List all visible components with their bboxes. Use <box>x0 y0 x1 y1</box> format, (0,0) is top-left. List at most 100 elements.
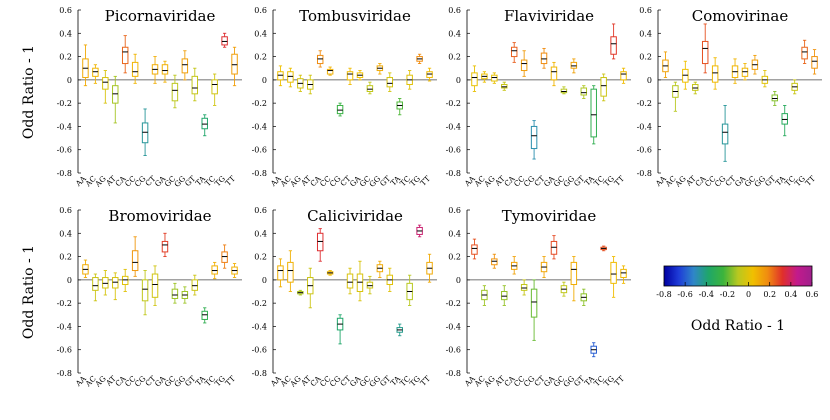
y-tick-label: -0.4 <box>446 122 461 131</box>
x-tick-label: TT <box>418 174 432 188</box>
box-gt <box>771 91 779 106</box>
y-tick-label: -0.2 <box>252 99 267 108</box>
x-tick-label: TT <box>418 374 432 388</box>
box-ta <box>201 307 208 324</box>
box-body <box>610 36 617 55</box>
y-tick-label: 0.6 <box>254 6 267 15</box>
box-ag <box>491 253 498 269</box>
box-at <box>692 81 699 95</box>
box-body <box>356 273 364 292</box>
box-ga <box>356 70 364 81</box>
box-ct <box>151 265 159 306</box>
box-ta <box>396 98 403 116</box>
y-tick-label: -0.8 <box>446 369 461 378</box>
box-aa <box>82 44 89 87</box>
box-ta <box>781 105 788 137</box>
box-body <box>277 265 284 281</box>
box-ct <box>346 267 354 295</box>
y-tick-label: -0.6 <box>446 346 461 355</box>
x-tick-label: TT <box>612 174 626 188</box>
y-tick-label: 0.2 <box>254 53 267 62</box>
box-body <box>161 64 169 75</box>
box-cc <box>520 279 528 296</box>
box-gc <box>751 54 759 75</box>
y-tick-label: 0 <box>262 76 267 85</box>
box-body <box>181 58 189 74</box>
box-gg <box>181 286 189 304</box>
y-tick-label: 0.2 <box>59 253 72 262</box>
box-body <box>366 85 374 93</box>
box-body <box>316 54 324 65</box>
box-tt <box>620 265 627 284</box>
box-tt <box>231 263 238 278</box>
y-tick-label: -0.4 <box>252 322 267 331</box>
panel-title: Comovirinae <box>692 7 789 25</box>
box-tt <box>426 67 433 82</box>
box-tc <box>600 73 607 102</box>
box-ct <box>346 67 354 85</box>
box-cg <box>721 105 729 162</box>
y-tick-label: 0.4 <box>59 29 72 38</box>
box-ct <box>151 56 159 84</box>
box-ac <box>92 64 99 84</box>
box-body <box>550 66 558 81</box>
box-gt <box>191 67 199 102</box>
box-body <box>520 59 528 72</box>
box-ac <box>481 285 488 306</box>
box-tc <box>600 245 607 252</box>
box-body <box>121 46 129 65</box>
box-ct <box>731 58 739 84</box>
box-gc <box>560 86 568 95</box>
panel-title: Flaviviridae <box>504 7 594 25</box>
box-body <box>201 310 208 320</box>
box-body <box>426 71 433 79</box>
box-ta <box>590 342 597 358</box>
y-tick-label: 0.2 <box>448 253 461 262</box>
box-gg <box>761 70 769 88</box>
colorbar-tick-label: -0.8 <box>656 290 671 299</box>
y-tick-label: 0.6 <box>639 6 652 15</box>
box-ga <box>161 232 169 258</box>
x-tick-label: TT <box>223 174 237 188</box>
box-body <box>316 232 324 252</box>
y-tick-label: 0.2 <box>254 253 267 262</box>
box-tt <box>231 46 238 87</box>
box-body <box>620 268 627 279</box>
y-tick-label: 0.2 <box>639 53 652 62</box>
box-at <box>112 272 119 301</box>
y-tick-label: 0.2 <box>59 53 72 62</box>
box-cc <box>131 236 139 277</box>
box-body <box>471 72 478 87</box>
box-ca <box>121 268 129 292</box>
y-tick-label: -0.8 <box>637 169 652 178</box>
box-body <box>386 77 394 88</box>
box-body <box>520 284 528 291</box>
box-gg <box>376 260 384 278</box>
box-ag <box>102 270 109 296</box>
box-body <box>102 277 109 289</box>
y-tick-label: 0.6 <box>448 206 461 215</box>
box-body <box>277 71 284 81</box>
y-tick-label: -0.6 <box>57 146 72 155</box>
colorbar-tick-label: -0.2 <box>720 290 735 299</box>
y-tick-label: -0.6 <box>57 346 72 355</box>
colorbar-gradient <box>663 265 813 287</box>
box-gc <box>366 275 374 295</box>
box-cg <box>336 102 344 117</box>
box-body <box>171 82 179 102</box>
panel-tymoviridae: 0.60.40.20-0.2-0.4-0.6-0.8TymoviridaeAAA… <box>446 206 631 389</box>
y-tick-label: 0.6 <box>59 206 72 215</box>
box-tt <box>426 253 433 283</box>
y-tick-label: 0 <box>262 276 267 285</box>
box-gg <box>570 256 578 302</box>
box-gt <box>386 72 394 92</box>
panel-comovirinae: 0.60.40.20-0.2-0.4-0.6-0.8ComovirinaeAAA… <box>637 6 822 189</box>
x-tick-label: TT <box>803 174 817 188</box>
box-ac <box>92 273 99 302</box>
y-tick-label: -0.2 <box>57 299 72 308</box>
box-body <box>211 265 218 275</box>
box-ag <box>297 289 304 296</box>
